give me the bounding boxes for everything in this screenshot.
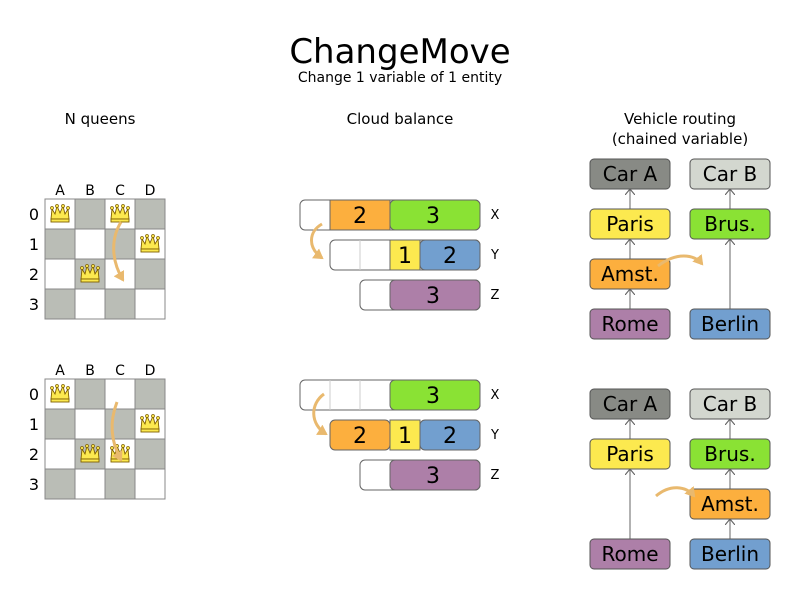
location-label: Rome [601,542,658,566]
process-label: 2 [443,244,457,269]
board-col-label: B [85,183,95,199]
board-col-label: A [55,183,65,199]
board-col-label: B [85,363,95,379]
board-col-label: D [145,183,156,199]
move-arrow-icon [112,221,125,282]
computer-label: Z [491,288,500,303]
page-title: ChangeMove [289,32,510,72]
process-label: 3 [426,384,440,409]
location-label: Amst. [701,492,759,516]
board-row-label: 2 [29,265,39,284]
process-label: 3 [426,464,440,489]
location-label: Amst. [601,262,659,286]
location-label: Rome [601,312,658,336]
location-label: Brus. [704,442,755,466]
process-label: 2 [353,204,367,229]
cloud-balance-after: 3 X 2 1 2 Y 3 Z [299,379,500,491]
board-col-label: D [145,363,156,379]
move-arrow-icon [312,392,328,436]
computer-label: X [491,388,500,403]
move-arrow-icon [657,254,704,268]
vehicle-routing-after: Car A Car B Paris Brus. Amst. Rome Berli… [589,388,771,570]
board-row-label: 1 [29,415,39,434]
computer-label: Y [490,428,499,443]
computer-label: Y [490,248,499,263]
page-subtitle: Change 1 variable of 1 entity [298,70,502,86]
process-label: 2 [443,424,457,449]
board-col-label: C [115,363,125,379]
board-row-label: 3 [29,475,39,494]
move-arrow-icon [655,486,696,498]
location-label: Paris [606,442,654,466]
process-label: 3 [426,284,440,309]
process-label: 1 [398,244,412,269]
board-row-label: 0 [29,385,39,404]
board-row-label: 1 [29,235,39,254]
location-label: Paris [606,212,654,236]
process-label: 1 [398,424,412,449]
section-title-nqueens: N queens [65,110,136,128]
computer-label: Z [491,468,500,483]
nqueens-board-before: A B C D 0 1 2 3 [29,183,166,320]
vehicle-routing-before: Car A Car B Paris Brus. Amst. Rome Berli… [589,158,771,340]
process-label: 2 [353,424,367,449]
board-col-label: C [115,183,125,199]
computer-label: X [491,208,500,223]
car-label: Car A [603,392,658,416]
board-row-label: 0 [29,205,39,224]
section-title-cloud: Cloud balance [347,110,454,128]
section-title-vehicle: Vehicle routing [624,110,736,128]
location-label: Berlin [701,542,759,566]
move-arrow-icon [310,222,324,260]
move-arrow-icon [110,401,123,462]
car-label: Car B [703,162,758,186]
section-subtitle-vehicle: (chained variable) [612,130,748,148]
car-label: Car B [703,392,758,416]
nqueens-board-after: A B C D 0 1 2 3 [29,363,166,500]
board-row-label: 2 [29,445,39,464]
process-label: 3 [426,204,440,229]
location-label: Berlin [701,312,759,336]
car-label: Car A [603,162,658,186]
cloud-balance-before: 2 3 X 1 2 Y 3 Z [299,199,500,311]
board-row-label: 3 [29,295,39,314]
location-label: Brus. [704,212,755,236]
board-col-label: A [55,363,65,379]
